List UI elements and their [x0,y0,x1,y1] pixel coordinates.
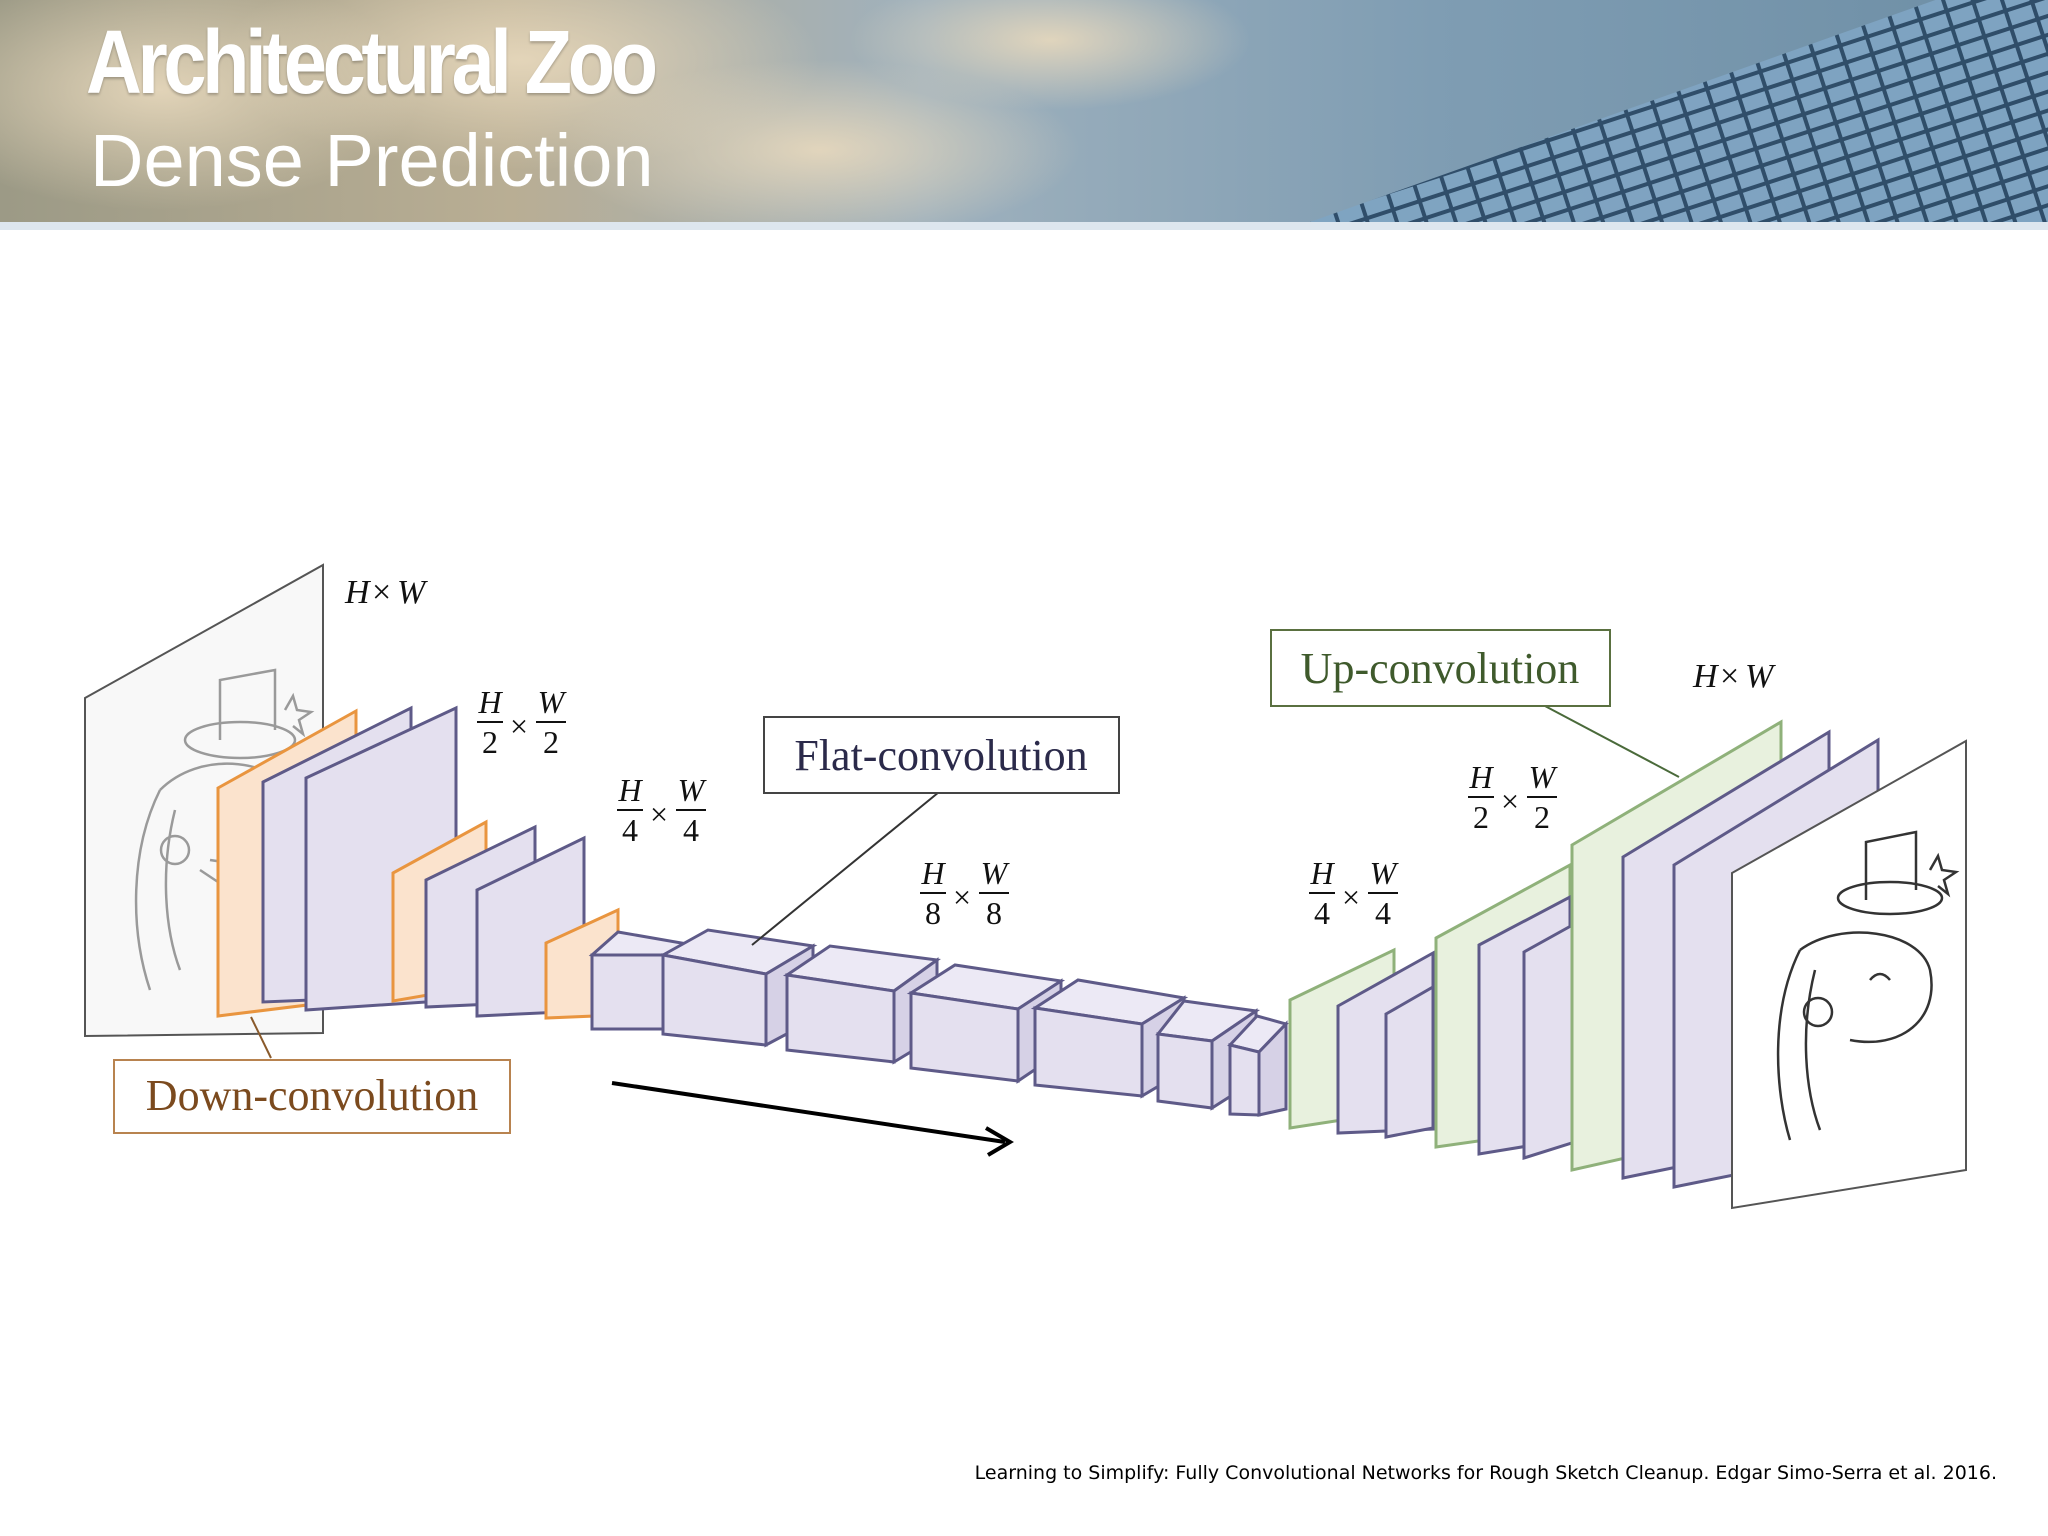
clean-sketch-drawing [1776,830,1960,1141]
svg-text:2: 2 [1473,799,1489,835]
svg-text:H: H [617,772,643,808]
svg-text:×: × [650,796,668,832]
svg-text:4: 4 [683,812,699,848]
svg-text:W: W [397,574,428,611]
svg-text:2: 2 [482,724,498,760]
svg-text:4: 4 [1314,895,1330,931]
svg-text:H: H [1692,658,1720,695]
svg-text:×: × [1501,783,1519,819]
flat-conv-layer-8 [1522,919,1580,1161]
size-label-half-encoder: H 2 × W 2 [477,684,568,760]
up-convolution-label: Up-convolution [1301,644,1580,693]
sketch-simplification-network-diagram: Down-convolution Flat-convolution Up-con… [84,563,1967,1210]
size-label-eighth: H 8 × W 8 [920,855,1011,931]
flat-conv-layer-6 [1384,984,1435,1139]
svg-text:8: 8 [986,895,1002,931]
svg-text:8: 8 [925,895,941,931]
svg-text:4: 4 [1375,895,1391,931]
svg-text:H: H [1309,855,1335,891]
slide-subtitle: Dense Prediction [90,119,654,202]
svg-text:H: H [477,684,503,720]
svg-text:W: W [538,684,568,720]
svg-text:W: W [1745,658,1776,695]
svg-text:×: × [953,879,971,915]
flat-conv-block-7 [1227,1014,1289,1117]
svg-text:4: 4 [622,812,638,848]
header-banner: Architectural Zoo Dense Prediction [0,0,2048,230]
slide-title: Architectural Zoo [86,13,658,113]
svg-text:H: H [344,574,372,611]
up-convolution-pointer [1544,705,1680,778]
svg-text:H: H [920,855,946,891]
svg-text:W: W [678,772,708,808]
size-label-quarter-decoder: H 4 × W 4 [1309,855,1400,931]
up-convolution-box [1270,629,1611,707]
svg-text:2: 2 [1534,799,1550,835]
size-label-quarter-encoder: H 4 × W 4 [617,772,708,848]
svg-text:×: × [1720,658,1739,695]
banner-background [0,0,2048,230]
svg-text:W: W [1529,759,1559,795]
flat-convolution-pointer [751,791,940,946]
svg-text:×: × [510,708,528,744]
output-sketch-panel [1731,739,1967,1210]
size-label-output: H × W [1692,658,1776,695]
flat-convolution-label: Flat-convolution [794,731,1087,780]
size-label-half-decoder: H 2 × W 2 [1468,759,1559,835]
citation: Learning to Simplify: Fully Convolutiona… [974,1462,1997,1484]
svg-text:×: × [372,574,391,611]
flat-conv-block-3 [782,944,941,1065]
arrow-head [984,1126,1014,1157]
flat-convolution-box [763,716,1120,794]
bottleneck-blocks [588,928,1289,1117]
svg-text:2: 2 [543,724,559,760]
down-convolution-label: Down-convolution [146,1071,478,1120]
svg-text:H: H [1468,759,1494,795]
svg-text:W: W [1370,855,1400,891]
down-convolution-pointer [250,1016,272,1059]
size-label-input: H × W [344,574,428,611]
flow-direction-arrow [611,1081,1006,1144]
svg-text:W: W [981,855,1011,891]
down-convolution-box [113,1059,511,1134]
svg-text:×: × [1342,879,1360,915]
